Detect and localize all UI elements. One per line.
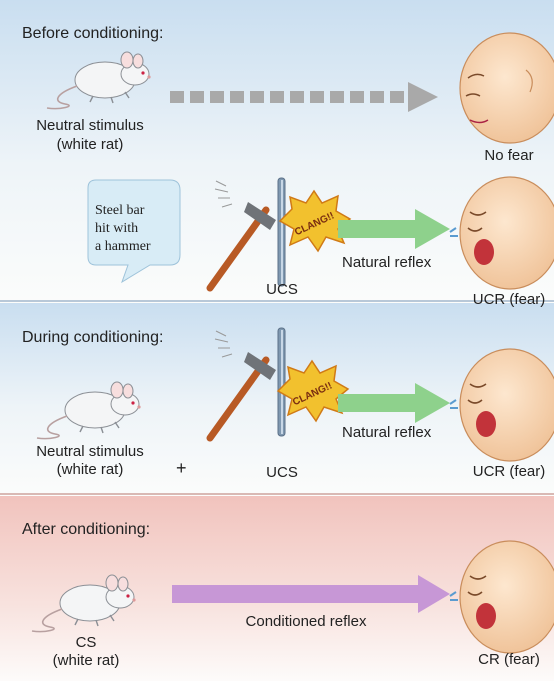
ucr-label: UCR (fear)	[473, 290, 546, 309]
during-heading: During conditioning:	[22, 328, 163, 347]
cs-sublabel: (white rat)	[53, 651, 120, 670]
plus-sign: +	[176, 459, 187, 478]
natural-reflex-label: Natural reflex	[342, 253, 431, 272]
cs-label: CS	[76, 633, 97, 652]
after-heading: After conditioning:	[22, 520, 150, 539]
before-stimulus-line1: Neutral stimulus	[36, 116, 144, 135]
before-heading: Before conditioning:	[22, 24, 163, 43]
no-fear-label: No fear	[484, 146, 533, 165]
conditioned-reflex-label: Conditioned reflex	[246, 612, 367, 631]
bubble-line1: Steel bar	[95, 202, 144, 220]
before-stimulus-line2: (white rat)	[57, 135, 124, 154]
natural-reflex-label: Natural reflex	[342, 423, 431, 442]
bubble-line3: a hammer	[95, 238, 151, 256]
during-stimulus-line1: Neutral stimulus	[36, 442, 144, 461]
baby-face-icon	[460, 33, 554, 143]
ucr-label: UCR (fear)	[473, 462, 546, 481]
cr-label: CR (fear)	[478, 650, 540, 669]
ucs-label: UCS	[266, 463, 298, 482]
ucs-label: UCS	[266, 280, 298, 299]
bubble-line2: hit with	[95, 220, 138, 238]
during-stimulus-line2: (white rat)	[57, 460, 124, 479]
